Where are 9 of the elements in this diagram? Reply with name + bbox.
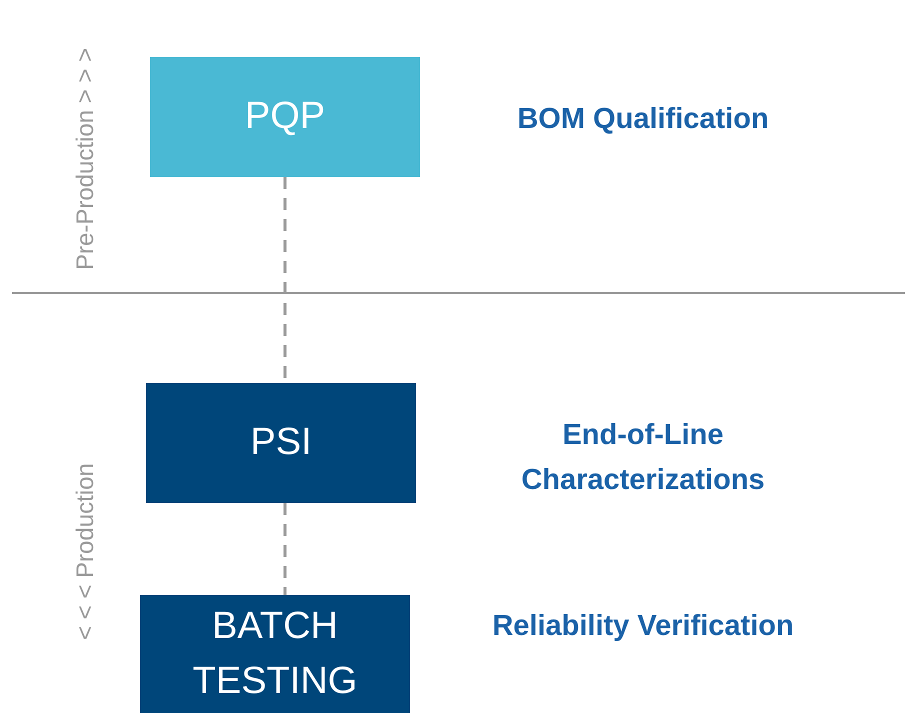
- phase-label: < < < Production: [72, 463, 100, 640]
- stage-description: BOM Qualification: [516, 102, 770, 137]
- stage-box: BATCH TESTING: [140, 595, 410, 713]
- stage-description: Reliability Verification: [491, 609, 795, 644]
- phase-label: Pre-Production > > >: [72, 48, 100, 270]
- stage-description: End-of-Line Characterizations: [520, 418, 766, 498]
- dashed-connector: [284, 503, 286, 595]
- stage-box: PSI: [146, 383, 416, 503]
- stage-box: PQP: [150, 57, 420, 177]
